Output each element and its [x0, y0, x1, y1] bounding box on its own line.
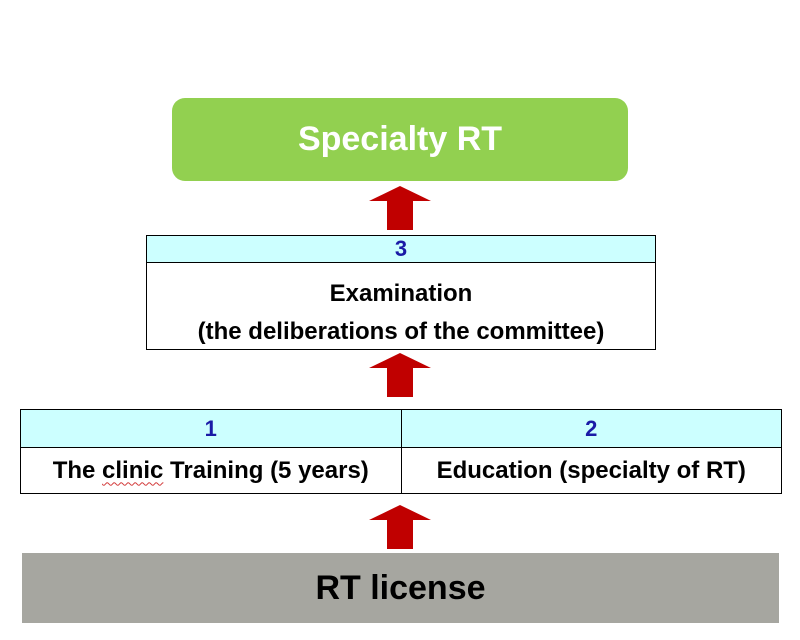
step-number-1: 1	[21, 410, 401, 448]
step-number-2: 2	[401, 410, 781, 448]
examination-title: Examination	[329, 280, 473, 307]
arrow-up-icon	[369, 353, 431, 397]
examination-subtitle: (the deliberations of the committee)	[197, 318, 605, 345]
requirements-table: 1 The clinic Training (5 years) 2 Educat…	[20, 409, 782, 494]
education-label: Education (specialty of RT)	[436, 456, 746, 484]
step-number-3: 3	[147, 236, 655, 263]
label-suffix: Training (5 years)	[163, 456, 369, 484]
requirement-education: 2 Education (specialty of RT)	[400, 410, 781, 493]
label-prefix: The	[52, 456, 103, 484]
examination-box: 3 Examination (the deliberations of the …	[146, 235, 656, 350]
examination-text: Examination (the deliberations of the co…	[147, 263, 655, 351]
specialty-rt-label: Specialty RT	[297, 120, 503, 158]
rt-license-label: RT license	[315, 568, 486, 607]
spellcheck-marked-word: clinic	[102, 456, 164, 484]
arrow-up-icon	[369, 505, 431, 549]
requirement-clinic-training: 1 The clinic Training (5 years)	[21, 410, 401, 493]
clinic-training-label: The clinic Training (5 years)	[21, 448, 401, 493]
rt-license-box: RT license	[22, 553, 779, 623]
arrow-up-icon	[369, 186, 431, 230]
specialty-rt-box: Specialty RT	[172, 98, 628, 181]
